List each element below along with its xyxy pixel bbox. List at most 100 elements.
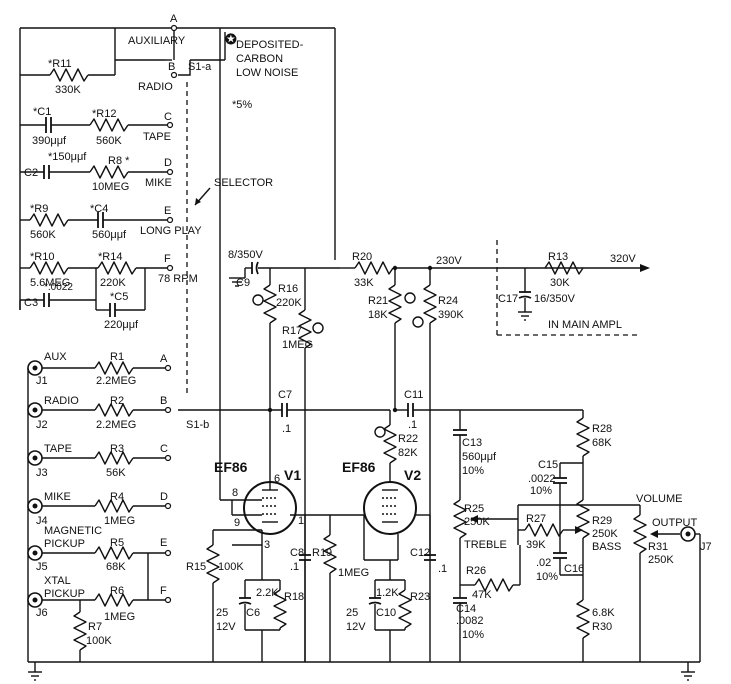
label-v1-type: EF86 (214, 459, 248, 475)
label-c3-value: *.0022 (44, 282, 73, 293)
label-main-ampl: IN MAIN AMPL (548, 319, 622, 331)
input-res-r4: R4 (110, 491, 124, 503)
input-label-xtal: XTAL (44, 575, 71, 587)
label-r26: R26 (466, 565, 486, 577)
label-r14-value: 220K (100, 277, 126, 289)
input-letter-d: D (160, 491, 168, 503)
label-c6-value-2: 12V (216, 621, 236, 633)
label-r20-value: 33K (354, 277, 374, 289)
label-r29: R29 (592, 515, 612, 527)
label-r8: R8 * (108, 155, 130, 167)
label-r31-value: 250K (648, 554, 674, 566)
switch-letter-c: C (164, 111, 172, 123)
switch-long-play: LONG PLAY (140, 225, 202, 237)
label-c14-tol: 10% (462, 629, 484, 641)
supply-section (496, 240, 650, 336)
label-r29-value: 250K (592, 528, 618, 540)
input-letter-b: B (160, 395, 167, 407)
input-jack-j5: J5 (36, 561, 48, 573)
jack-j2[interactable] (27, 402, 43, 418)
label-c4: *C4 (90, 203, 108, 215)
jack-j7[interactable] (680, 526, 696, 542)
carbon-markers (252, 292, 424, 438)
label-r19-value: 1MEG (338, 567, 369, 579)
stage-one (206, 261, 390, 662)
jack-j5[interactable] (27, 545, 43, 561)
label-r25-value: 250K (464, 516, 490, 528)
label-r10-value: 5.6MEG (30, 277, 70, 289)
input-jack-j2: J2 (36, 419, 48, 431)
label-v1-pin-8: 8 (232, 487, 238, 499)
note-star-icon: ✪ (225, 31, 237, 47)
jack-j4[interactable] (27, 498, 43, 514)
label-c16: C16 (564, 563, 584, 575)
switch-s1a: S1-a (188, 61, 212, 73)
label-r15: R15 (186, 561, 206, 573)
label-r27-value: 39K (526, 539, 546, 551)
label-j7: J7 (700, 541, 712, 553)
jack-j1[interactable] (27, 360, 43, 376)
label-r25: R25 (464, 503, 484, 515)
input-label-pickup-1: PICKUP (44, 538, 85, 550)
input-val-r5: 68K (106, 561, 126, 573)
input-label-tape: TAPE (44, 443, 72, 455)
label-c1-value: 390μμf (32, 135, 67, 147)
label-r12: *R12 (92, 108, 116, 120)
label-output: OUTPUT (652, 517, 698, 529)
note-low-noise: LOW NOISE (236, 67, 298, 79)
label-treble: TREBLE (464, 539, 507, 551)
label-c7: C7 (278, 389, 292, 401)
label-c10-value-1: 25 (346, 607, 358, 619)
label-r15-value: 100K (218, 561, 244, 573)
label-c15-value: .0022 (528, 473, 556, 485)
label-r22: R22 (398, 433, 418, 445)
label-c2-value: *150μμf (48, 151, 87, 163)
switch-rpm: 78 RPM (158, 273, 198, 285)
label-r19: R19 (312, 547, 332, 559)
note-five-percent: *5% (232, 99, 252, 111)
label-c16-tol: 10% (536, 571, 558, 583)
label-v1-pin-9: 9 (234, 517, 240, 529)
label-r9: *R9 (30, 203, 48, 215)
input-label-aux: AUX (44, 351, 67, 363)
switch-radio: RADIO (138, 81, 173, 93)
switch-auxiliary: AUXILIARY (128, 35, 186, 47)
label-volume: VOLUME (636, 493, 682, 505)
label-v1-pin-3: 3 (264, 539, 270, 551)
input-res-r6: R6 (110, 585, 124, 597)
label-r24-value: 390K (438, 309, 464, 321)
switch-letter-f: F (164, 253, 171, 265)
label-r30-value: 6.8K (592, 607, 615, 619)
label-r12-value: 560K (96, 135, 122, 147)
label-c11-value: .1 (408, 419, 417, 431)
label-c13-value: 560μμf (462, 451, 497, 463)
label-r16: R16 (278, 283, 298, 295)
input-letter-f: F (160, 585, 167, 597)
label-c4-value: 560μμf (92, 229, 127, 241)
label-c6-value-1: 25 (216, 607, 228, 619)
input-res-r5: R5 (110, 537, 124, 549)
label-c6: C6 (246, 607, 260, 619)
label-r10: *R10 (30, 251, 54, 263)
label-c12-value: .1 (438, 563, 447, 575)
input-val-r4: 1MEG (104, 515, 135, 527)
jack-j3[interactable] (27, 450, 43, 466)
switch-s1b: S1-b (186, 419, 209, 431)
ground-bus (28, 661, 700, 681)
label-r20: R20 (352, 251, 372, 263)
label-r8-value: 10MEG (92, 181, 129, 193)
label-c15: C15 (538, 459, 558, 471)
jack-j6[interactable] (27, 592, 43, 608)
label-c9-value: 8/350V (228, 249, 264, 261)
label-r13: R13 (548, 251, 568, 263)
input-jack-j1: J1 (36, 375, 48, 387)
input-section (27, 360, 172, 662)
label-r21: R21 (368, 295, 388, 307)
label-r23: R23 (410, 591, 430, 603)
stage-two (330, 261, 640, 662)
label-r14: *R14 (98, 251, 122, 263)
labels: ✪ DEPOSITED- CARBON LOW NOISE *5% A AUXI… (24, 13, 712, 647)
label-v1-pin-1: 1 (298, 515, 304, 527)
input-label-pickup-2: PICKUP (44, 588, 85, 600)
